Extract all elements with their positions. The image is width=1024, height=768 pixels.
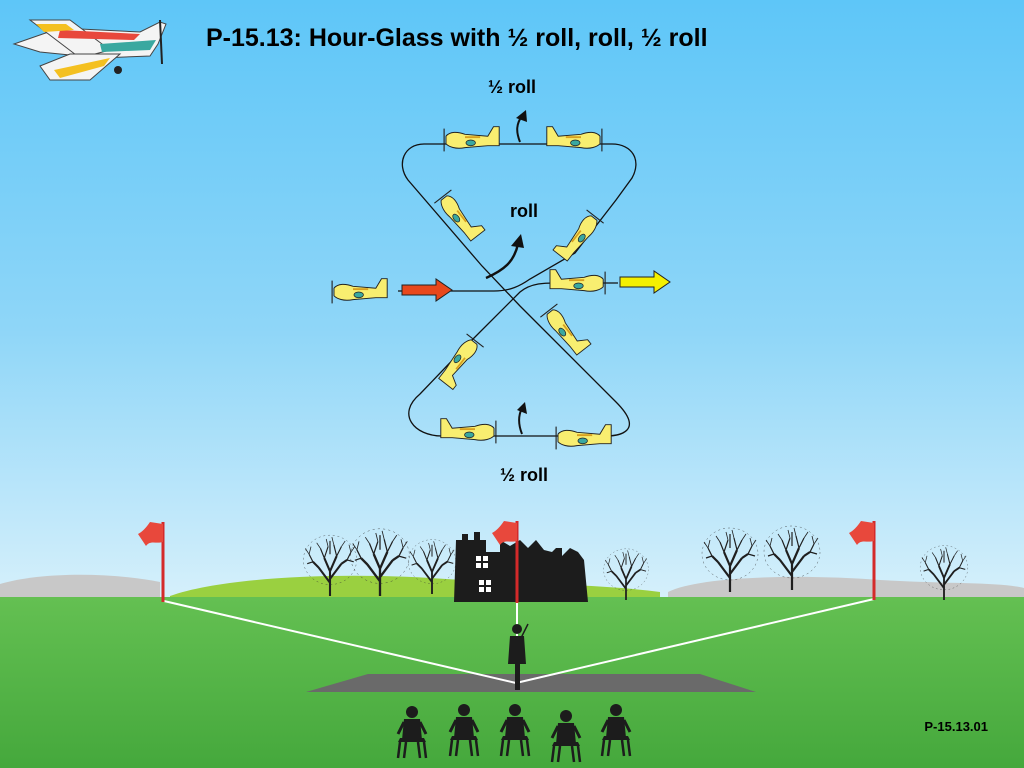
label-center-roll: roll [510,201,539,221]
castle-ruin [454,532,588,602]
flag-left [138,522,165,602]
runway [306,674,756,692]
entry-arrow [401,278,453,302]
roll-arrow-bottom [517,402,527,435]
figure-reference: P-15.13.01 [924,719,988,734]
hill-left [0,574,160,600]
roll-arrow-center [485,234,524,280]
roll-arrow-top [516,110,527,143]
flag-right [849,521,876,600]
hill-right [668,576,1024,600]
label-bottom-half-roll: ½ roll [500,465,549,485]
flag-center [492,521,519,603]
aircraft-logo [12,19,167,81]
exit-arrow [619,270,671,294]
pilot-silhouette [508,623,529,690]
page-title: P-15.13: Hour-Glass with ½ roll, roll, ½… [206,24,708,52]
hourglass-flight-path [398,143,637,437]
label-top-half-roll: ½ roll [488,77,537,97]
